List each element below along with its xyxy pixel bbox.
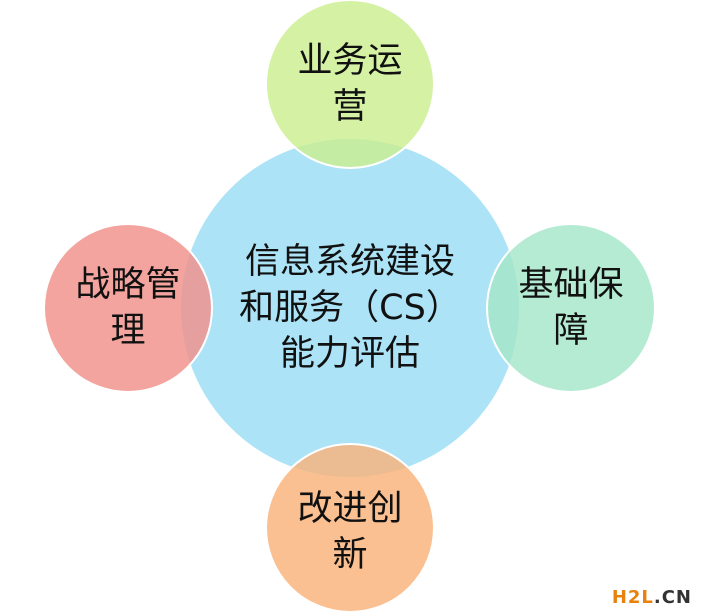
top-node-circle	[265, 0, 435, 169]
watermark-suffix: .CN	[653, 587, 692, 608]
top-node-label: 业务运 营	[297, 41, 403, 127]
right-node-label: 基础保 障	[518, 265, 624, 351]
center-label: 信息系统建设 和服务（CS） 能力评估	[239, 242, 461, 374]
left-node-label: 战略管 理	[75, 265, 181, 351]
watermark-main: H2L	[611, 587, 654, 608]
bottom-node-label: 改进创 新	[297, 489, 403, 575]
bottom-node-circle	[265, 443, 435, 613]
right-node-circle	[486, 223, 656, 393]
watermark-logo: H2L.CN	[612, 587, 692, 608]
left-node-circle	[43, 223, 213, 393]
